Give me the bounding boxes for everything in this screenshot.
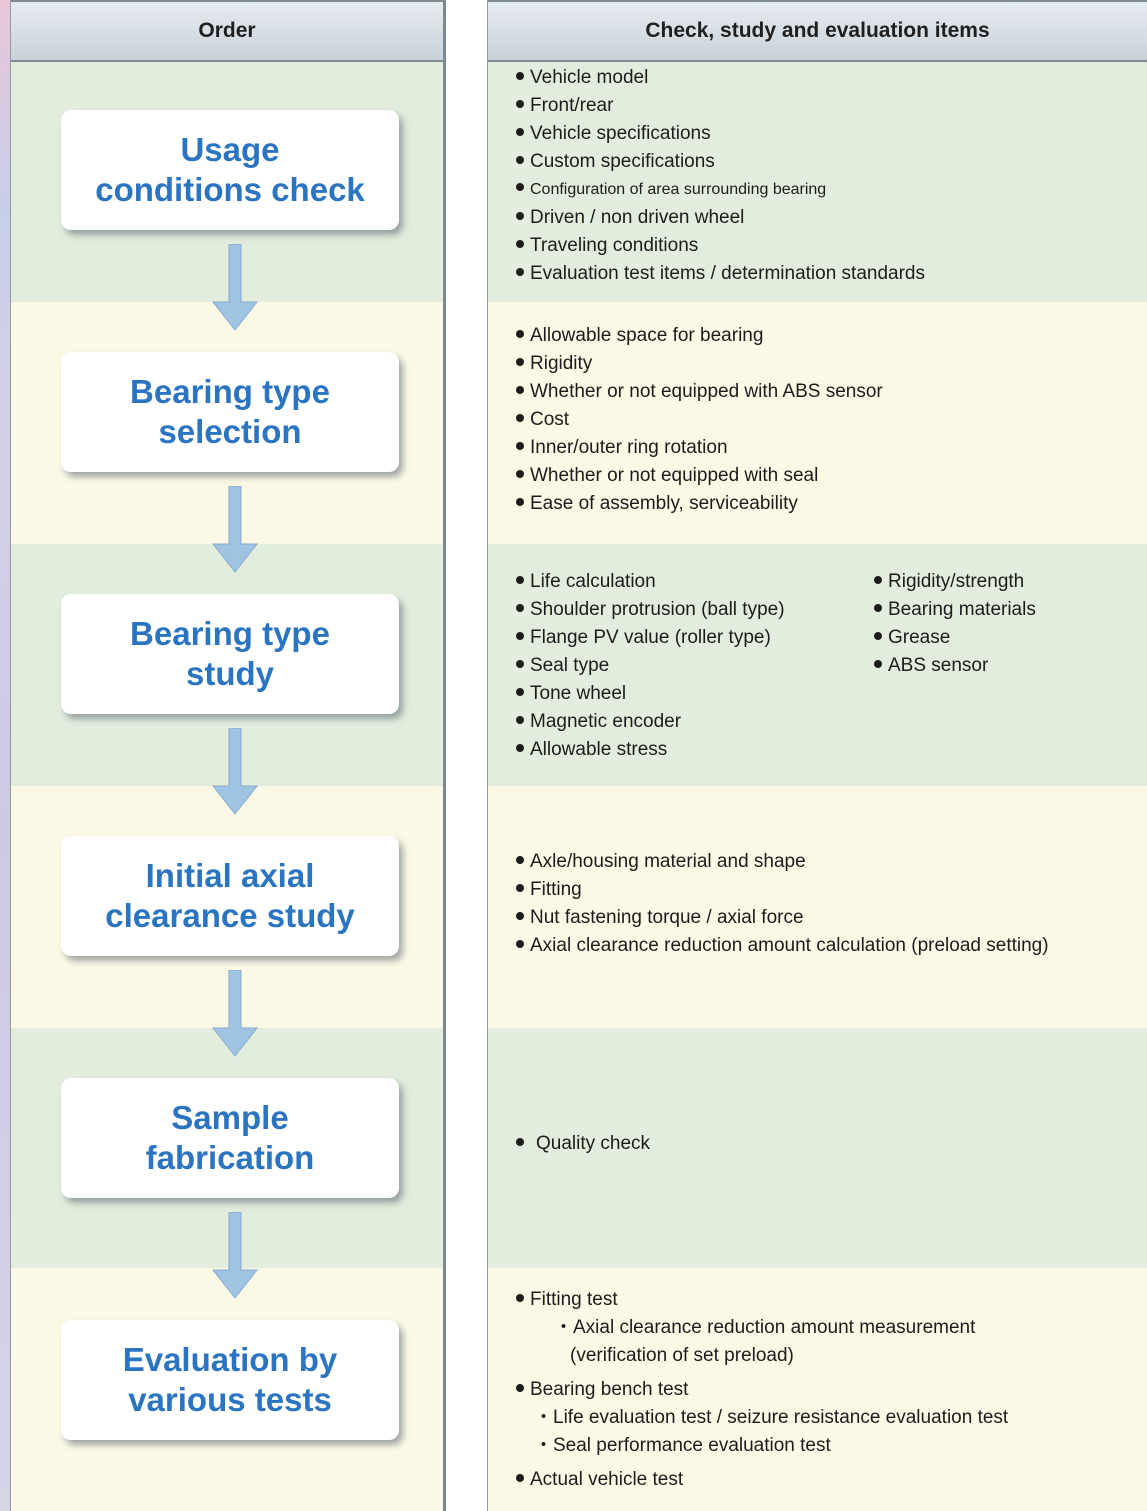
list-item: Cost <box>516 406 883 434</box>
order-column: Order Usage conditions check Bearing typ… <box>10 0 446 1511</box>
list-item: Rigidity <box>516 350 883 378</box>
list-item: Grease <box>874 624 1036 652</box>
list-item: Fitting <box>516 876 1049 904</box>
list-item: Bearing materials <box>874 596 1036 624</box>
list-item: ・Seal performance evaluation test <box>534 1435 831 1456</box>
usage-items-list: Vehicle model Front/rear Vehicle specifi… <box>516 64 925 288</box>
band-tests-items <box>488 1268 1147 1511</box>
clearance-items-list: Axle/housing material and shape Fitting … <box>516 848 1049 960</box>
step-sample-fabrication: Sample fabrication <box>61 1078 399 1198</box>
list-item: (verification of set preload) <box>570 1345 794 1366</box>
sample-items-list: Quality check <box>516 1130 650 1158</box>
list-item: Whether or not equipped with ABS sensor <box>516 378 883 406</box>
list-item: Driven / non driven wheel <box>516 204 925 232</box>
list-item: Rigidity/strength <box>874 568 1036 596</box>
study-items-list-left: Life calculation Shoulder protrusion (ba… <box>516 568 785 764</box>
list-item: Allowable stress <box>516 736 785 764</box>
list-item: Vehicle specifications <box>516 120 925 148</box>
column-gap <box>446 0 487 1511</box>
down-arrow-icon <box>211 1212 259 1299</box>
step-bearing-type-study: Bearing type study <box>61 594 399 714</box>
down-arrow-icon <box>211 970 259 1057</box>
list-item: ABS sensor <box>874 652 1036 680</box>
list-item: Bearing bench test <box>516 1376 1008 1404</box>
list-item: Flange PV value (roller type) <box>516 624 785 652</box>
step-evaluation-by-various-tests: Evaluation by various tests <box>61 1320 399 1440</box>
step-usage-conditions-check: Usage conditions check <box>61 110 399 230</box>
list-item: Life calculation <box>516 568 785 596</box>
list-item: Custom specifications <box>516 148 925 176</box>
list-item: Magnetic encoder <box>516 708 785 736</box>
background-art <box>0 0 12 1511</box>
step-initial-axial-clearance-study: Initial axial clearance study <box>61 836 399 956</box>
band-clearance-items <box>488 786 1147 1028</box>
list-item: Traveling conditions <box>516 232 925 260</box>
band-usage-items <box>488 62 1147 302</box>
list-item: Seal type <box>516 652 785 680</box>
items-header: Check, study and evaluation items <box>488 0 1147 62</box>
list-item: Vehicle model <box>516 64 925 92</box>
list-item: Whether or not equipped with seal <box>516 462 883 490</box>
tests-items-list: Fitting test ・Axial clearance reduction … <box>516 1286 1008 1494</box>
band-study-items <box>488 544 1147 786</box>
list-item: Inner/outer ring rotation <box>516 434 883 462</box>
list-item: Axial clearance reduction amount calcula… <box>516 932 1049 960</box>
list-item: Evaluation test items / determination st… <box>516 260 925 288</box>
band-sample-items <box>488 1028 1147 1268</box>
list-item: Allowable space for bearing <box>516 322 883 350</box>
list-item: Axle/housing material and shape <box>516 848 1049 876</box>
list-item: Quality check <box>516 1130 650 1158</box>
study-items-list-right: Rigidity/strength Bearing materials Grea… <box>874 568 1036 680</box>
order-header: Order <box>11 0 443 62</box>
list-item: Shoulder protrusion (ball type) <box>516 596 785 624</box>
list-item: Tone wheel <box>516 680 785 708</box>
list-item: ・Axial clearance reduction amount measur… <box>554 1317 976 1338</box>
list-item: ・Life evaluation test / seizure resistan… <box>534 1407 1009 1428</box>
selection-items-list: Allowable space for bearing Rigidity Whe… <box>516 322 883 518</box>
list-item: Ease of assembly, serviceability <box>516 490 883 518</box>
list-item: Configuration of area surrounding bearin… <box>516 176 925 204</box>
list-item: Actual vehicle test <box>516 1466 1008 1494</box>
band-selection-items <box>488 302 1147 544</box>
list-item: Nut fastening torque / axial force <box>516 904 1049 932</box>
list-item: Front/rear <box>516 92 925 120</box>
down-arrow-icon <box>211 486 259 573</box>
items-column: Check, study and evaluation items Vehicl… <box>487 0 1147 1511</box>
down-arrow-icon <box>211 728 259 815</box>
step-bearing-type-selection: Bearing type selection <box>61 352 399 472</box>
down-arrow-icon <box>211 244 259 331</box>
list-item: Fitting test <box>516 1286 1008 1314</box>
